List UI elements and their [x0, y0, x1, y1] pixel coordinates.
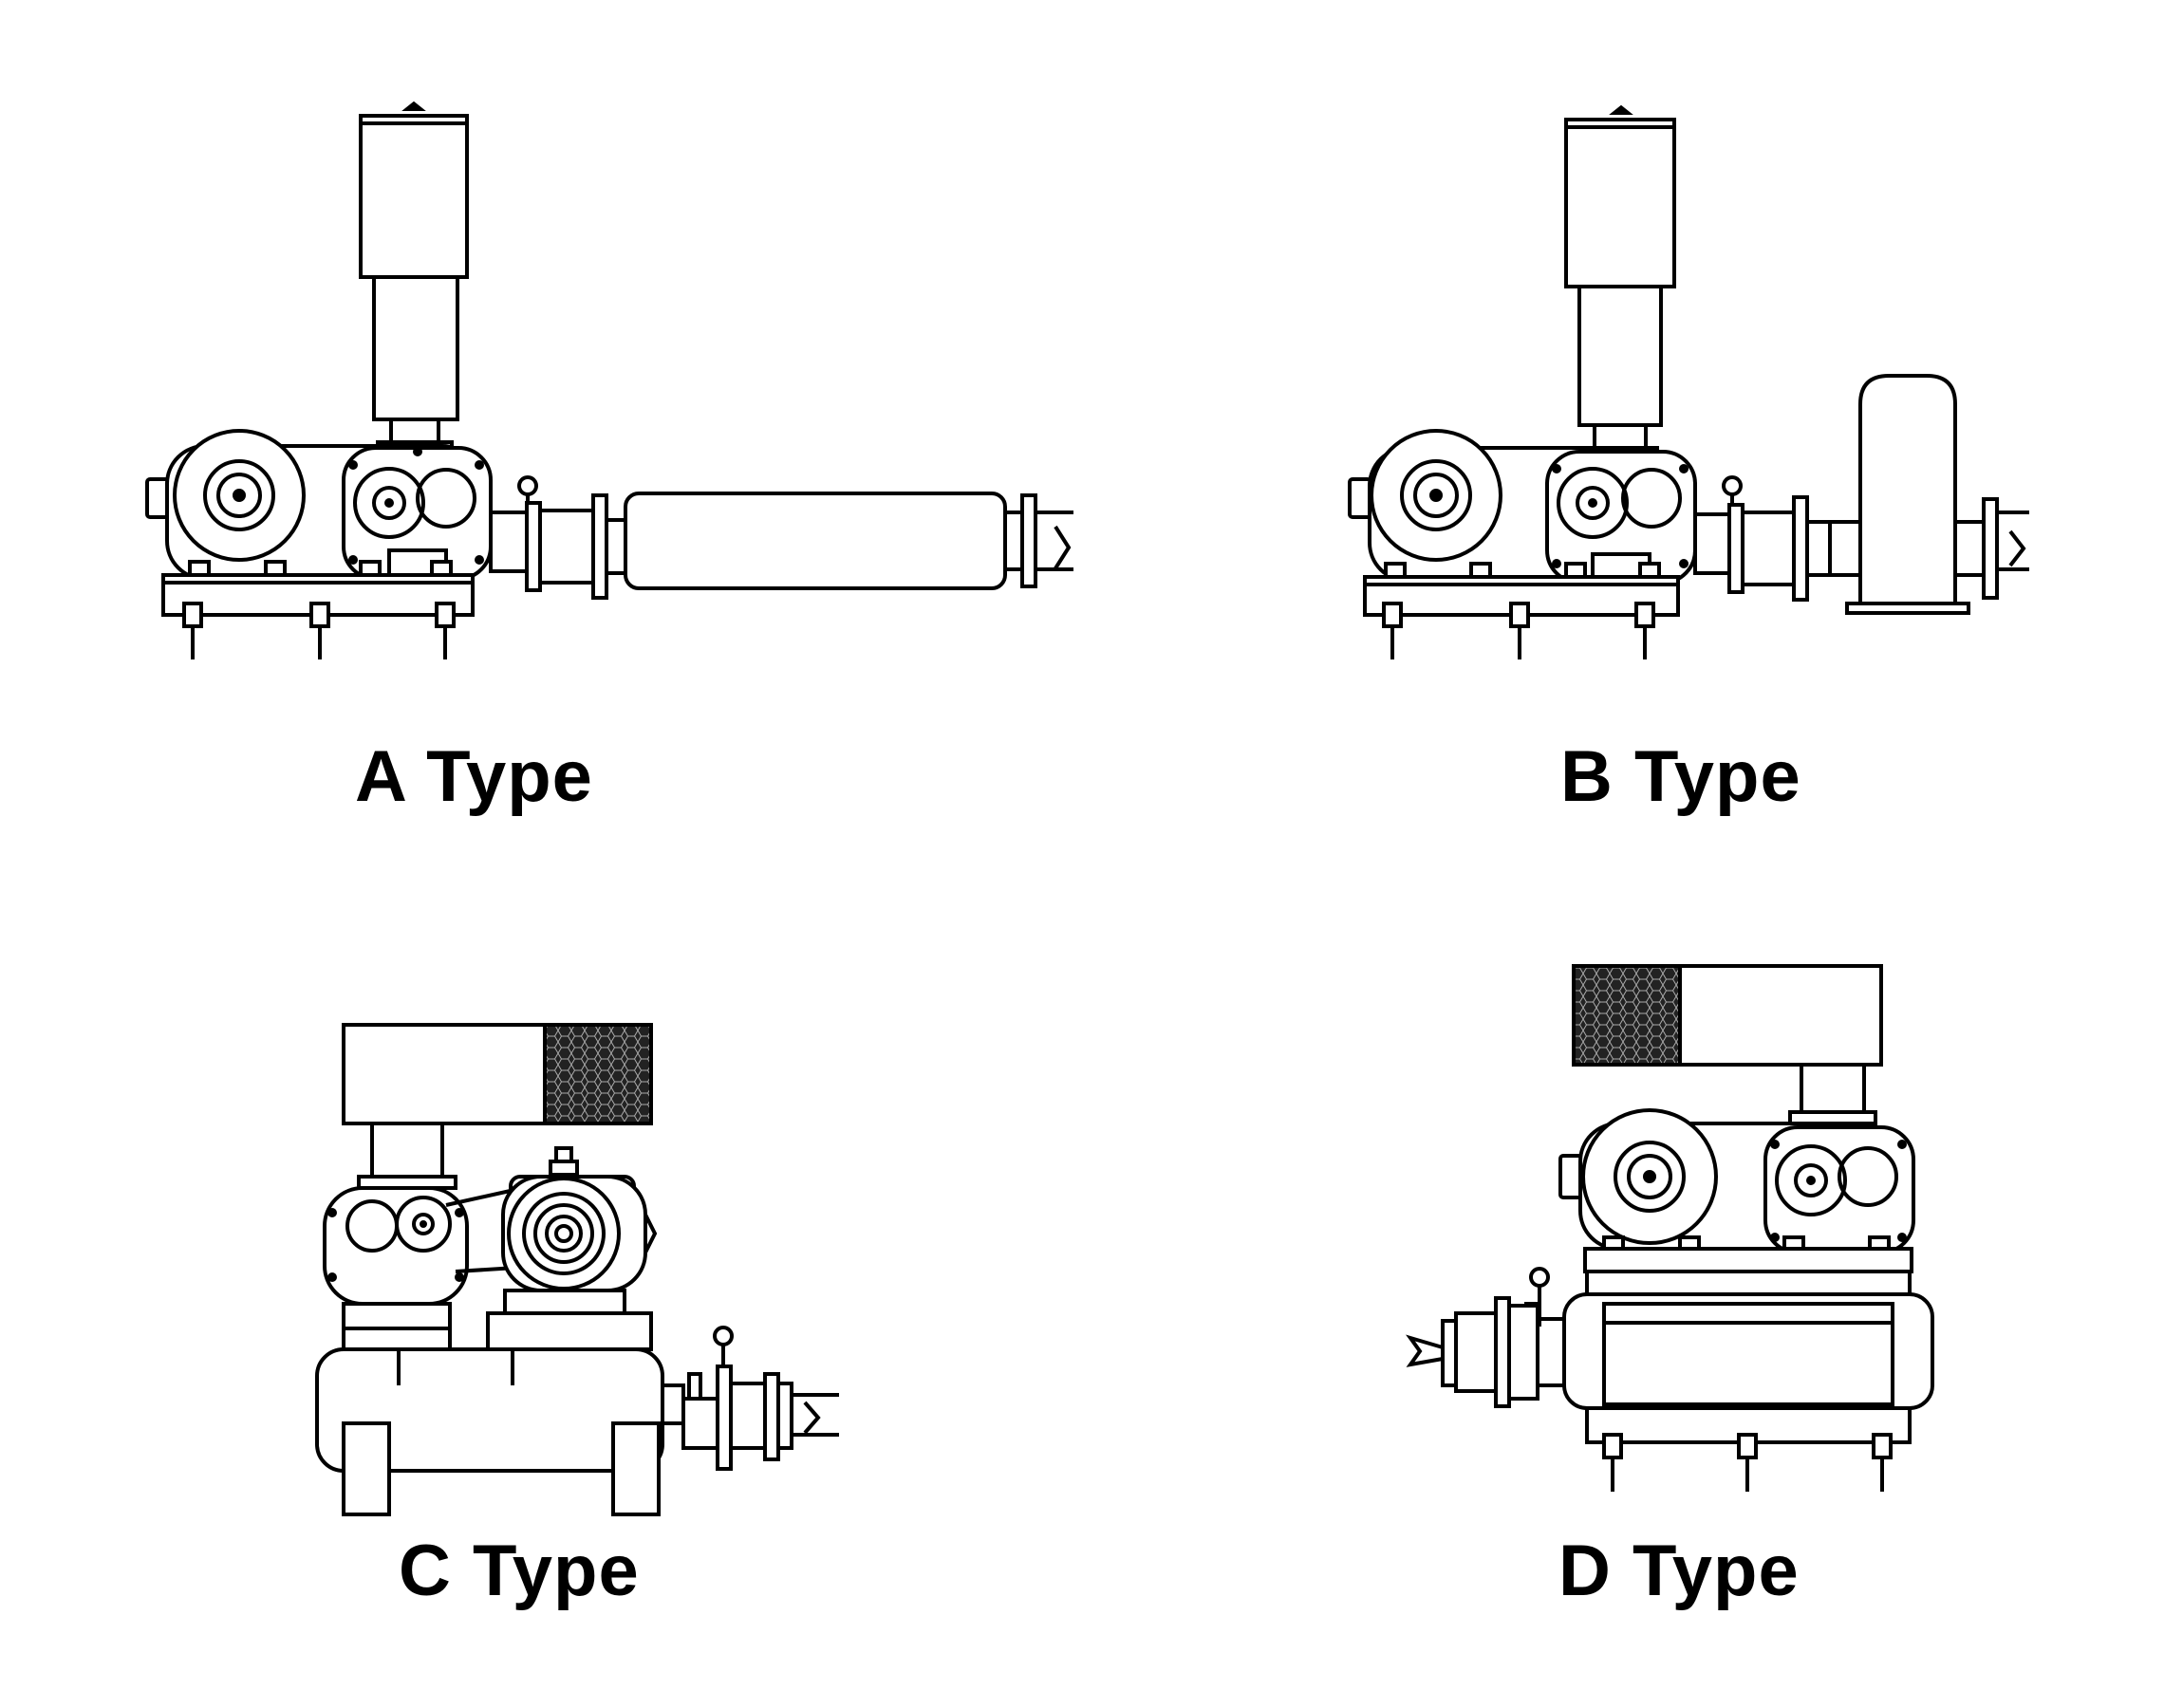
d-frame-base: [1564, 1237, 1932, 1492]
c-type-caption: C Type: [399, 1531, 640, 1611]
b-silencer: [1830, 376, 2029, 613]
b-blower: [1547, 452, 1695, 583]
a-type-caption: A Type: [355, 736, 593, 817]
b-base: [1365, 564, 1678, 659]
panel-d-type: D Type: [1092, 854, 2183, 1708]
c-motor-base: [488, 1290, 651, 1349]
a-base: [163, 562, 473, 659]
c-tank: [317, 1349, 662, 1514]
a-discharge: [491, 477, 625, 598]
c-motor: [503, 1148, 655, 1290]
panel-c-type: C Type: [0, 854, 1092, 1708]
b-discharge: [1695, 477, 1830, 600]
b-type-caption: B Type: [1560, 736, 1801, 817]
c-inlet-filter: [344, 1025, 651, 1188]
a-type-drawing: [0, 0, 1092, 854]
c-blower: [325, 1188, 467, 1353]
a-inlet-filter: [361, 102, 467, 455]
d-type-drawing: [1092, 854, 2183, 1708]
b-inlet-filter: [1566, 106, 1674, 461]
a-blower: [344, 448, 491, 579]
d-blower: [1765, 1127, 1913, 1253]
c-discharge: [662, 1327, 839, 1469]
d-inlet-filter: [1574, 966, 1881, 1123]
c-type-drawing: [0, 854, 1092, 1708]
panel-a-type: A Type: [0, 0, 1092, 854]
panel-b-type: B Type: [1092, 0, 2183, 854]
d-type-caption: D Type: [1558, 1531, 1800, 1611]
a-silencer: [625, 493, 1073, 588]
d-discharge: [1410, 1269, 1564, 1406]
b-type-drawing: [1092, 0, 2183, 854]
